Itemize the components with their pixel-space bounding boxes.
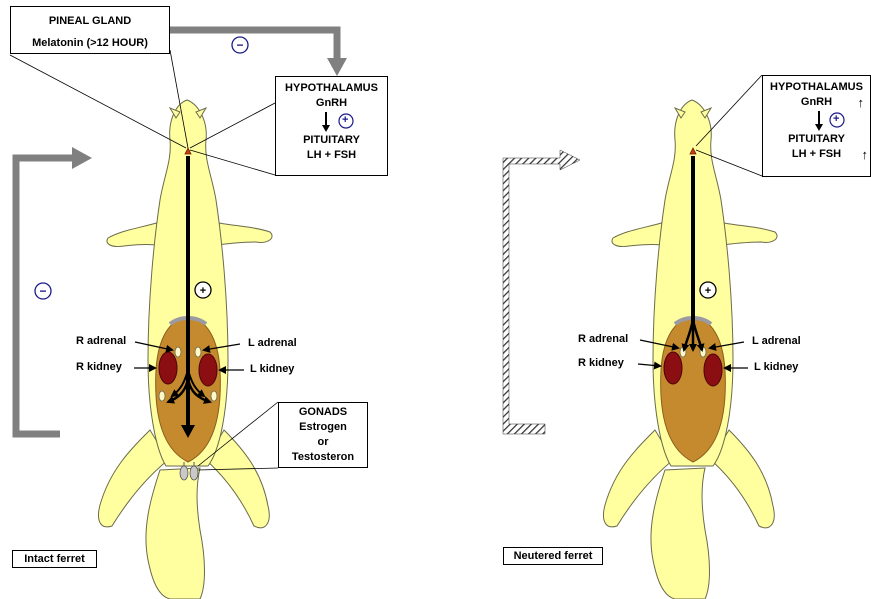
plus-sign-body-right: + — [705, 285, 711, 297]
ferret-body-left — [99, 100, 273, 599]
pituitary-label-right: PITUITARY — [763, 132, 870, 147]
gonads-estrogen: Estrogen — [279, 420, 367, 435]
gonads-testosterone: Testosteron — [279, 450, 367, 465]
ferret-body-right — [604, 100, 778, 599]
l-adrenal-label-left: L adrenal — [248, 337, 297, 349]
hatched-feedback-arrow — [503, 150, 580, 434]
gnrh-label-right: GnRH — [801, 96, 832, 108]
plus-sign-brain-left: + — [342, 113, 348, 128]
hypothalamus-box-left: HYPOTHALAMUS GnRH + PITUITARY LH + FSH — [275, 76, 388, 176]
pineal-gland-title: PINEAL GLAND — [11, 13, 169, 29]
up-arrow-lh-fsh-icon: ↑ — [862, 147, 869, 162]
pituitary-label-left: PITUITARY — [276, 133, 387, 148]
intact-ferret-figure — [99, 100, 273, 599]
plus-sign-body-left: + — [200, 285, 206, 297]
left-adrenal-lower-1 — [159, 391, 165, 401]
intact-ferret-caption: Intact ferret — [12, 550, 97, 568]
hypothalamus-label-right: HYPOTHALAMUS — [763, 80, 870, 95]
l-kidney-label-right: L kidney — [754, 361, 798, 373]
lh-fsh-label-left: LH + FSH — [276, 148, 387, 163]
gnrh-label-left: GnRH — [276, 96, 387, 111]
r-adrenal-label-left: R adrenal — [76, 335, 126, 347]
left-adrenal-lower-2 — [211, 391, 217, 401]
feedback-arrow-top — [170, 30, 337, 62]
pineal-melatonin-label: Melatonin (>12 HOUR) — [11, 35, 169, 51]
l-kidney-label-left: L kidney — [250, 363, 294, 375]
r-kidney-label-left: R kidney — [76, 361, 122, 373]
up-arrow-gnrh-icon: ↑ — [858, 95, 865, 110]
hypothalamus-label-left: HYPOTHALAMUS — [276, 81, 387, 96]
gonads-or: or — [279, 435, 367, 450]
left-gonad-1 — [180, 466, 188, 480]
r-adrenal-label-right: R adrenal — [578, 333, 628, 345]
minus-sign-side: − — [39, 284, 46, 298]
r-kidney-label-right: R kidney — [578, 357, 624, 369]
left-gonad-2 — [190, 466, 198, 480]
minus-sign-top: − — [236, 38, 243, 52]
hypothalamus-box-right: HYPOTHALAMUS GnRH ↑ + PITUITARY LH + FSH… — [762, 75, 871, 177]
l-adrenal-label-right: L adrenal — [752, 335, 801, 347]
pineal-gland-box: PINEAL GLAND Melatonin (>12 HOUR) — [10, 6, 170, 54]
neutered-ferret-caption: Neutered ferret — [503, 547, 603, 565]
gonads-box: GONADS Estrogen or Testosteron — [278, 402, 368, 468]
pineal-callout-line-1 — [10, 55, 186, 148]
gonads-title: GONADS — [279, 405, 367, 420]
plus-sign-brain-right: + — [833, 112, 839, 127]
lh-fsh-label-right: LH + FSH — [792, 148, 841, 160]
